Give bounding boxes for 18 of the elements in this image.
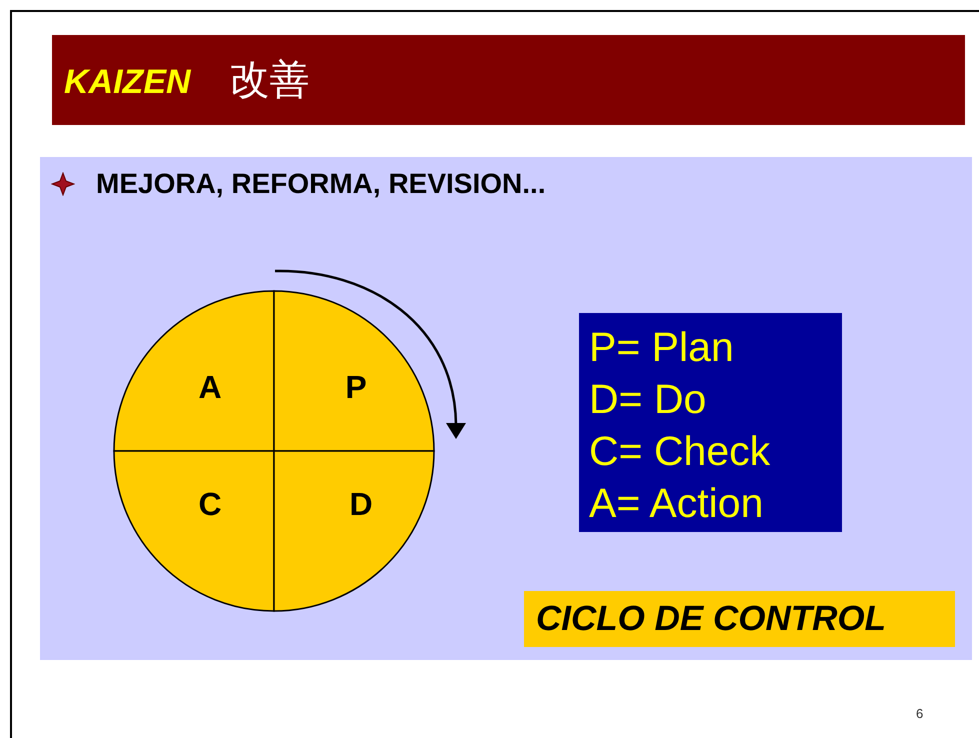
definition-box (579, 313, 842, 532)
caption-box (524, 591, 955, 647)
circle-quadrant (114, 291, 274, 451)
definition-text: A= Action (589, 479, 764, 527)
page-number: 6 (916, 706, 924, 721)
quadrant-letter: P (344, 369, 368, 405)
circle-quadrant (274, 451, 434, 611)
definition-text: D= Do (589, 375, 706, 423)
slide-title: KAIZEN 改善 (64, 57, 310, 104)
circle-quadrant (114, 451, 274, 611)
caption-text: CICLO DE CONTROL (536, 599, 886, 639)
circle-quadrant (274, 291, 434, 451)
bullet-text: MEJORA, REFORMA, REVISION... (96, 168, 546, 200)
definition-text: P= Plan (589, 323, 734, 371)
quadrant-letter: D (348, 486, 374, 522)
definition-text: C= Check (589, 427, 770, 475)
quadrant-letter: C (197, 486, 223, 522)
quadrant-letter: A (197, 369, 223, 405)
